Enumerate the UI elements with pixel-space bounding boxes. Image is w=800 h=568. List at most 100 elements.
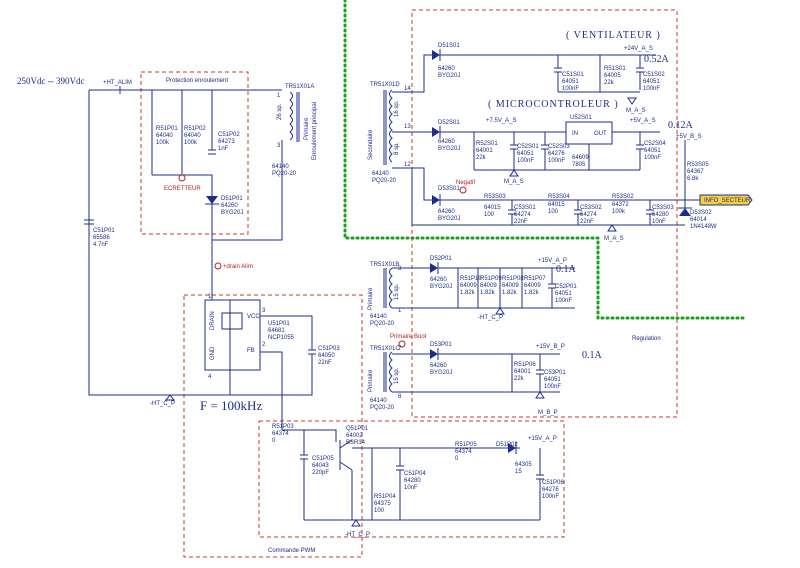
svg-text:R51P05: R51P05 <box>455 442 477 448</box>
current-15v-b: 0.1A <box>582 350 603 361</box>
svg-text:BYG20J: BYG20J <box>430 370 452 376</box>
svg-text:10nF: 10nF <box>652 219 666 225</box>
svg-text:15: 15 <box>515 469 522 475</box>
svg-text:R51P04: R51P04 <box>374 494 396 500</box>
svg-text:64305: 64305 <box>515 462 532 468</box>
protection-title: Protection enroulement <box>166 78 228 84</box>
svg-text:Primaire: Primaire <box>368 287 374 310</box>
svg-text:C51P04: C51P04 <box>404 471 426 477</box>
svg-text:+5V_A_S: +5V_A_S <box>630 118 656 124</box>
svg-text:10nF: 10nF <box>404 485 418 491</box>
svg-text:100k: 100k <box>184 140 198 146</box>
svg-text:64280: 64280 <box>652 212 669 218</box>
negatif-probe-icon <box>459 186 467 194</box>
svg-text:100: 100 <box>484 212 495 218</box>
svg-text:C52S01: C52S01 <box>517 144 539 150</box>
svg-text:220pF: 220pF <box>312 470 329 476</box>
svg-text:64140: 64140 <box>370 398 387 404</box>
svg-text:R53S04: R53S04 <box>548 194 570 200</box>
svg-text:15 sp.: 15 sp. <box>394 283 400 300</box>
svg-text:64374: 64374 <box>455 449 472 455</box>
svg-text:C51P01: C51P01 <box>93 228 115 234</box>
svg-text:PQ20-20: PQ20-20 <box>272 171 297 177</box>
svg-text:M_B_P: M_B_P <box>538 410 558 416</box>
svg-text:D51P02: D51P02 <box>496 442 518 448</box>
svg-text:BSR14: BSR14 <box>346 440 366 446</box>
svg-text:1: 1 <box>277 93 281 99</box>
current-micro: 0.12A <box>668 120 694 131</box>
svg-text:64002: 64002 <box>346 433 363 439</box>
svg-text:TR51X01C: TR51X01C <box>370 346 400 352</box>
svg-text:R52S01: R52S01 <box>476 141 498 147</box>
ventilateur-title: ( VENTILATEUR ) <box>566 30 661 41</box>
svg-text:100k: 100k <box>612 209 626 215</box>
svg-text:Primaire: Primaire <box>368 369 374 392</box>
svg-text:64009: 64009 <box>524 283 541 289</box>
svg-text:22k: 22k <box>476 155 487 161</box>
svg-text:64276: 64276 <box>548 151 565 157</box>
svg-text:R51P07: R51P07 <box>524 276 546 282</box>
svg-text:64009: 64009 <box>502 283 519 289</box>
svg-text:C51P05: C51P05 <box>312 456 334 462</box>
svg-text:64001: 64001 <box>476 148 493 154</box>
svg-text:Enroulement principal: Enroulement principal <box>312 102 318 160</box>
svg-text:64260: 64260 <box>438 139 455 145</box>
svg-text:64051: 64051 <box>517 151 534 157</box>
svg-text:64260: 64260 <box>430 277 447 283</box>
svg-text:22nF: 22nF <box>580 219 594 225</box>
svg-text:64260: 64260 <box>221 203 238 209</box>
svg-text:64375: 64375 <box>374 501 391 507</box>
svg-text:64260: 64260 <box>438 209 455 215</box>
svg-text:TR51X01D: TR51X01D <box>370 82 400 88</box>
protection-block-frame <box>140 71 249 235</box>
info-secteur-port: INFO_SECTEUR <box>704 198 751 204</box>
svg-text:2: 2 <box>262 342 266 348</box>
svg-text:TR51X01A: TR51X01A <box>285 84 314 90</box>
svg-text:22nF: 22nF <box>514 219 528 225</box>
svg-text:1nF: 1nF <box>218 146 229 152</box>
svg-text:6.8k: 6.8k <box>687 176 699 182</box>
svg-text:BYG20J: BYG20J <box>438 216 460 222</box>
svg-text:64609: 64609 <box>572 155 589 161</box>
svg-text:3: 3 <box>262 308 266 314</box>
svg-text:64009: 64009 <box>480 283 497 289</box>
svg-text:100nF: 100nF <box>517 158 534 164</box>
svg-text:0: 0 <box>455 456 459 462</box>
pwm-block-frame <box>183 294 363 558</box>
svg-text:C53P01: C53P01 <box>544 370 566 376</box>
net-ht-c-p: -HT_C_P <box>150 401 175 407</box>
svg-text:Q51P01: Q51P01 <box>346 426 369 432</box>
svg-text:C51P03: C51P03 <box>318 346 340 352</box>
svg-text:22k: 22k <box>604 80 615 86</box>
svg-text:1N4148W: 1N4148W <box>690 224 717 230</box>
svg-text:65586: 65586 <box>93 235 110 241</box>
svg-text:64274: 64274 <box>514 212 531 218</box>
svg-text:D52S01: D52S01 <box>438 120 460 126</box>
svg-text:64015: 64015 <box>484 205 501 211</box>
svg-text:100nF: 100nF <box>555 298 572 304</box>
frequency-label: F = 100kHz <box>200 398 262 413</box>
svg-text:1: 1 <box>398 308 402 314</box>
svg-text:TR51X01B: TR51X01B <box>370 262 399 268</box>
svg-text:D51P01: D51P01 <box>221 196 243 202</box>
svg-text:C53S03: C53S03 <box>652 205 674 211</box>
svg-text:C53S01: C53S01 <box>514 205 536 211</box>
svg-text:64140: 64140 <box>272 164 289 170</box>
primary-side: 250Vdc -- 390Vdc +HT_ALIM -HT_C_P C51P01… <box>17 76 564 554</box>
svg-text:64372: 64372 <box>612 202 629 208</box>
svg-text:+15V_A_P: +15V_A_P <box>528 436 557 442</box>
svg-text:64051: 64051 <box>562 79 579 85</box>
svg-text:13: 13 <box>404 124 411 130</box>
svg-text:64374: 64374 <box>272 431 289 437</box>
svg-text:100k: 100k <box>156 140 170 146</box>
svg-text:3: 3 <box>398 266 402 272</box>
svg-text:+drain Alim: +drain Alim <box>223 264 253 270</box>
svg-text:C52S03: C52S03 <box>548 144 570 150</box>
net-ht-alim: +HT_ALIM <box>103 80 132 86</box>
svg-text:Secondaire: Secondaire <box>368 129 374 160</box>
svg-text:1.82k: 1.82k <box>480 290 496 296</box>
svg-text:100nF: 100nF <box>544 384 561 390</box>
svg-text:64040: 64040 <box>184 133 201 139</box>
microcontroleur-title: ( MICROCONTROLEUR ) <box>488 99 619 110</box>
svg-text:8 sp.: 8 sp. <box>394 142 400 155</box>
